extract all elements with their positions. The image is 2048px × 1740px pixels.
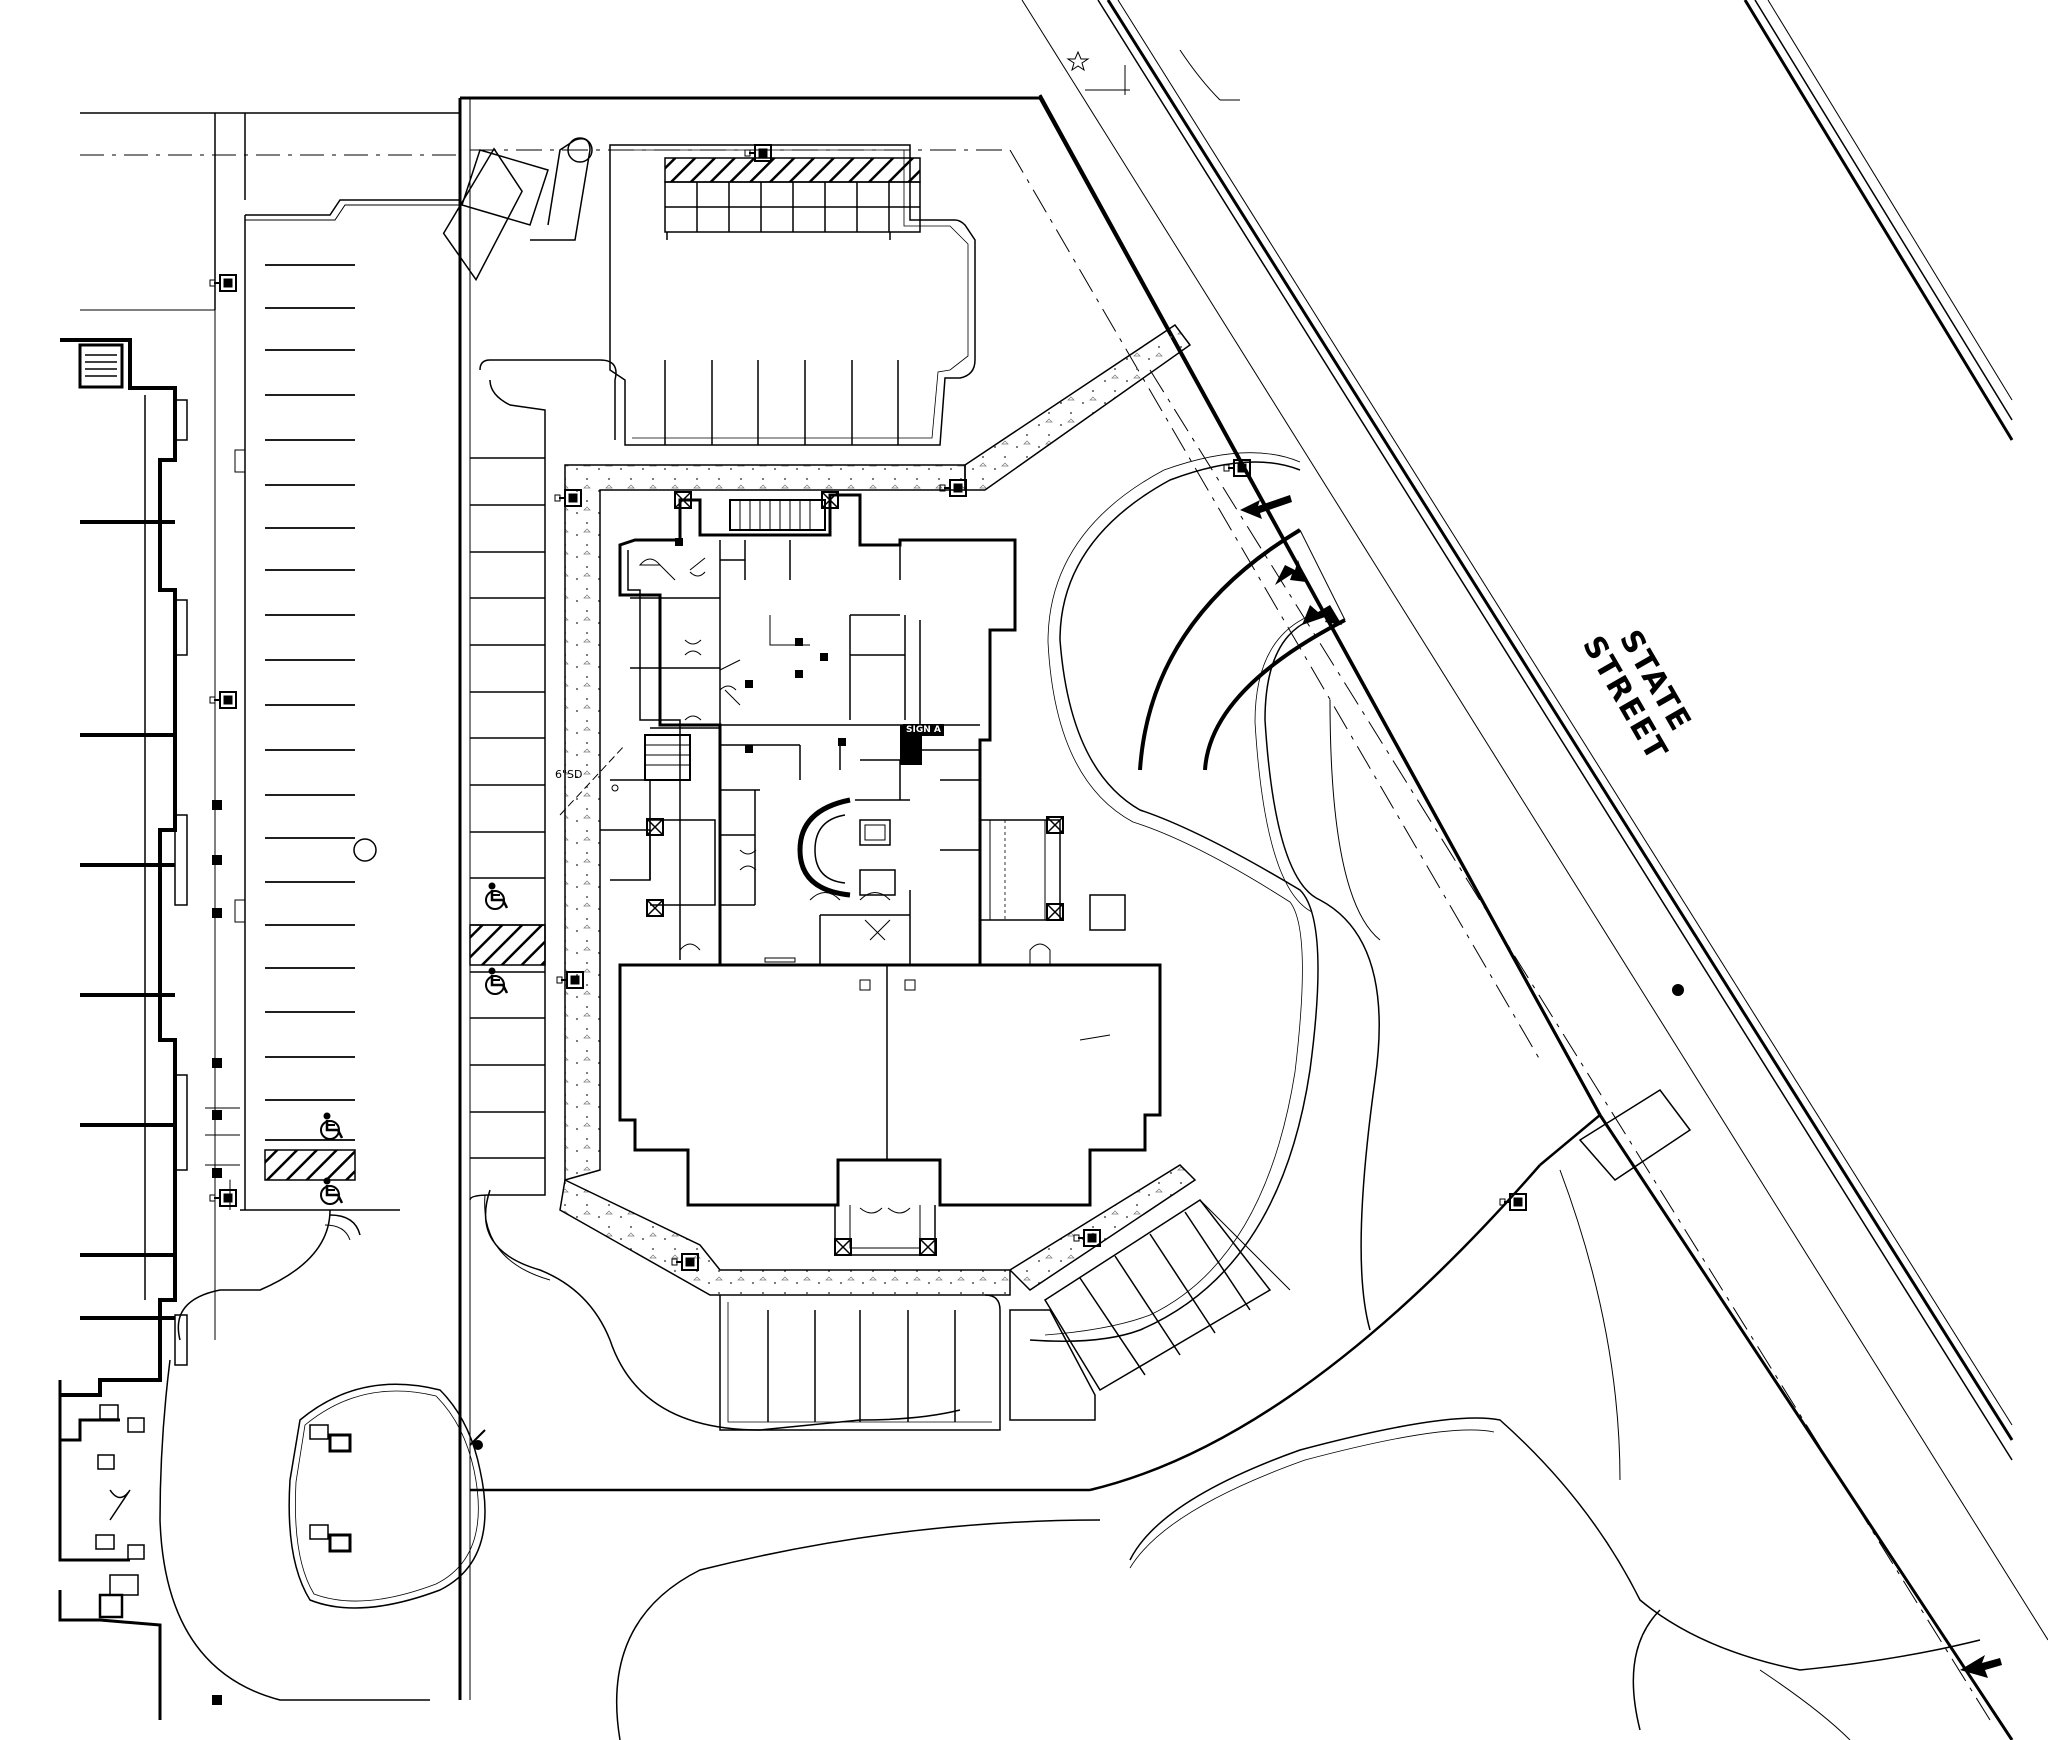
sidewalks <box>559 323 1197 1296</box>
north-parking-lot <box>442 137 976 1201</box>
north-star-icon <box>1066 50 1090 72</box>
left-parking-lot <box>80 112 486 1705</box>
drive-curbs <box>484 452 2002 1740</box>
building-column <box>646 491 1064 1256</box>
sign-tag: SIGN A <box>903 724 944 736</box>
south-parking-lot <box>719 1198 1291 1431</box>
storm-drain-dimension: 6"SD <box>555 768 583 781</box>
adjacent-building <box>58 338 188 1720</box>
traffic-arrow-icon <box>1240 495 2002 1678</box>
state-street <box>1021 0 2048 1740</box>
light-pole-icon <box>554 144 1527 1271</box>
site-boundary <box>458 49 1692 1700</box>
main-building <box>469 144 1684 1450</box>
